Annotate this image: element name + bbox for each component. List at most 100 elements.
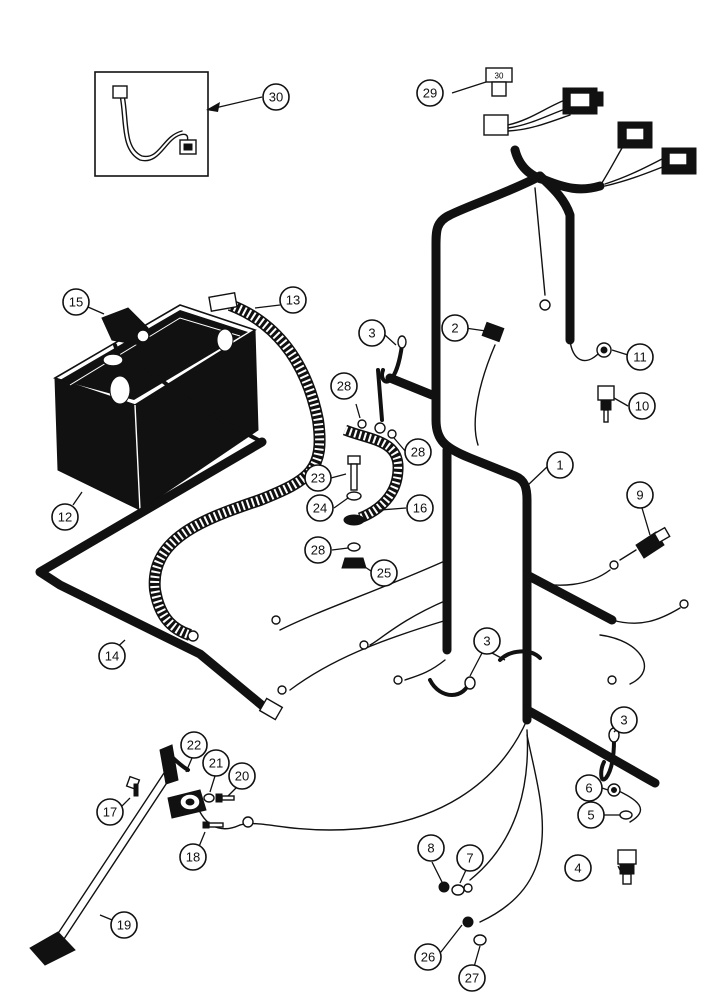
screw-20 [215,793,235,803]
callout-10: 10 [628,392,656,420]
main-harness [385,145,660,788]
callout-label: 17 [103,805,117,820]
callout-label: 22 [187,738,201,753]
callout-29: 29 [416,79,444,107]
callout-label: 24 [313,501,327,516]
callout-label: 3 [620,713,627,728]
callout-17: 17 [96,798,124,826]
washer-24 [346,491,362,501]
callout-label: 26 [421,950,435,965]
callout-label: 23 [311,471,325,486]
callout-6: 6 [575,774,603,802]
callout-label: 30 [269,90,283,105]
callout-label: 14 [105,649,119,664]
ground-strap [148,292,326,642]
callout-label: 3 [368,326,375,341]
callout-label: 13 [286,293,300,308]
inset-box [94,71,209,177]
callout-3-upper: 3 [358,319,386,347]
callout-label: 27 [465,971,479,986]
relay-2 [599,121,653,187]
callout-label: 28 [311,543,325,558]
callout-label: 29 [423,86,437,101]
nut-25 [341,557,367,569]
callout-21: 21 [202,749,230,777]
callout-18: 18 [179,843,207,871]
callout-label: 15 [69,295,83,310]
screw-18 [202,821,224,829]
nut-8 [438,881,450,893]
callout-3-right: 3 [610,706,638,734]
sender-9 [619,526,671,561]
relay-3 [604,147,697,187]
callout-13: 13 [279,286,307,314]
nut-6 [607,783,621,797]
callout-label: 10 [635,399,649,414]
terminal-cover [101,307,150,367]
inset-connector-top [112,85,128,99]
callout-label: 9 [636,488,643,503]
callout-7: 7 [456,844,484,872]
bolt-23 [347,455,361,491]
callout-24: 24 [306,494,334,522]
callout-label: 16 [413,501,427,516]
callout-label: 28 [411,445,425,460]
callout-label: 6 [585,781,592,796]
fuse-holder [483,114,509,136]
callout-label: 19 [117,918,131,933]
washer-7 [451,884,465,896]
leader-lines [72,81,651,968]
callout-label: 12 [58,510,72,525]
bolt-17 [125,775,141,797]
callout-14: 14 [98,642,126,670]
callout-28-right: 28 [404,438,432,466]
battery [53,304,264,511]
callout-label: 2 [451,321,458,336]
callout-1: 1 [546,451,574,479]
washer-28-top [357,419,367,429]
callout-9: 9 [626,481,654,509]
callout-label: 4 [574,861,581,876]
fuse-marking: 30 [495,72,504,81]
terminal-lugs [242,560,689,828]
clip-middle [428,649,542,697]
thin-wires [239,187,681,923]
callout-label: 20 [235,769,249,784]
callout-label: 18 [186,850,200,865]
callout-8: 8 [417,834,445,862]
callout-12: 12 [51,503,79,531]
callout-28-top: 28 [330,372,358,400]
pedal-rod [29,769,173,966]
callout-label: 11 [633,350,647,365]
ground-strap-small [342,424,404,526]
nut-11 [596,342,612,358]
callout-20: 20 [228,762,256,790]
callout-3-middle: 3 [473,627,501,655]
washer-27 [473,934,487,946]
ring-terminal-lead [376,368,384,422]
switch-10 [597,385,615,423]
battery-cable [35,437,284,721]
callout-label: 25 [377,566,391,581]
callout-label: 3 [483,634,490,649]
sender-4 [617,849,637,885]
callout-label: 8 [427,841,434,856]
callout-16: 16 [406,494,434,522]
fuse-relay-cluster: 30 [483,67,697,187]
callout-5: 5 [577,801,605,829]
callout-label: 21 [209,756,223,771]
callout-11: 11 [626,343,654,371]
washer-21 [203,793,215,803]
callout-27: 27 [458,964,486,992]
callout-26: 26 [414,943,442,971]
washer-28 [347,542,361,552]
relay-1 [562,87,604,115]
callout-label: 28 [337,379,351,394]
callout-label: 5 [587,808,594,823]
connector-2 [481,321,505,343]
callout-25: 25 [370,559,398,587]
callout-15: 15 [62,288,90,316]
callout-2: 2 [441,314,469,342]
callout-4: 4 [564,854,592,882]
